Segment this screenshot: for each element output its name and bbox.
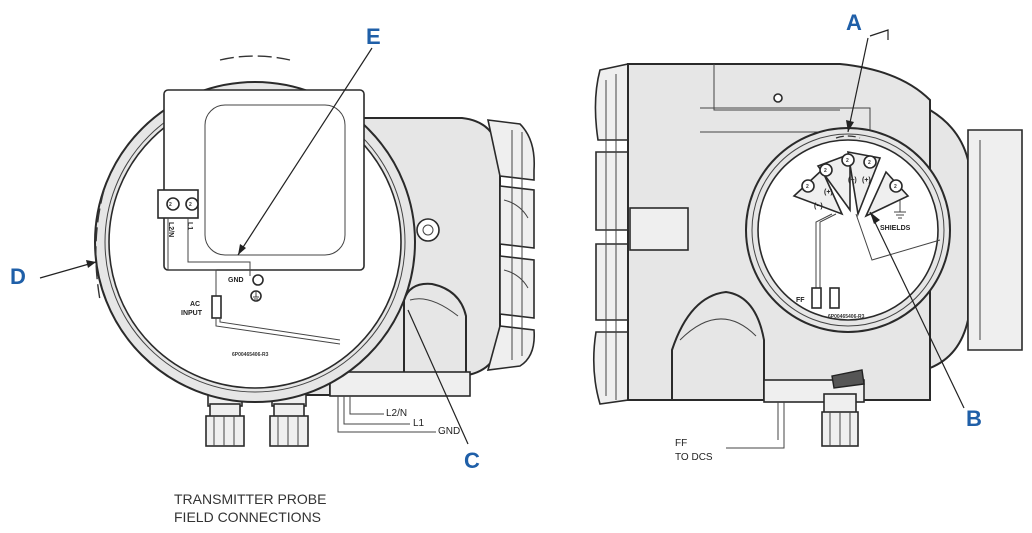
left-housing-fins	[486, 119, 536, 371]
left-base-plate	[329, 371, 471, 397]
ac-input-label-line1: AC	[190, 301, 200, 308]
svg-text:2: 2	[189, 202, 192, 208]
gnd-terminal-label: GND	[228, 277, 244, 284]
screw-terminal-icon	[166, 197, 180, 211]
polarity-minus-1: (−)	[814, 203, 823, 210]
wire-l1-label: L1	[413, 418, 425, 429]
svg-text:2: 2	[824, 168, 827, 174]
caption-line-2: FIELD CONNECTIONS	[174, 509, 321, 525]
ff-line-label: FF	[675, 438, 687, 449]
ff-terminal-label: FF	[796, 297, 805, 304]
wire-gnd-label: GND	[438, 426, 460, 437]
right-side-window	[629, 207, 689, 251]
shields-label: SHIELDS	[880, 225, 911, 232]
polarity-plus-1: (+)	[824, 189, 833, 196]
right-cable-gland	[821, 393, 859, 447]
callout-leaders	[39, 29, 965, 445]
callout-e: E	[366, 24, 381, 49]
polarity-plus-2: (+)	[862, 177, 871, 184]
left-display-window	[163, 89, 365, 271]
callout-a: A	[846, 10, 862, 35]
right-serial-number: 6P00465406-R3	[828, 314, 865, 320]
right-housing-fins	[592, 63, 629, 405]
left-serial-number: 6P00465406-R3	[232, 352, 269, 358]
polarity-minus-2: (−)	[848, 177, 857, 184]
svg-text:2: 2	[846, 158, 849, 164]
left-mounting-lug	[416, 218, 440, 242]
terminal-l1-label: L1	[186, 222, 193, 230]
svg-text:2: 2	[169, 202, 172, 208]
left-power-terminal-block: 2 2	[157, 189, 199, 219]
ac-input-label-line2: INPUT	[181, 310, 203, 317]
terminal-l2n-label: L2/N	[167, 222, 174, 237]
wire-l2n-label: L2/N	[386, 408, 407, 419]
callout-b: B	[966, 406, 982, 431]
right-transmitter: 2 2 2 2 2 (+) (−) (−) (+) SHIELDS FF 6P0…	[592, 63, 1023, 463]
svg-text:2: 2	[806, 184, 809, 190]
caption-line-1: TRANSMITTER PROBE	[174, 491, 326, 507]
callout-d: D	[10, 264, 26, 289]
svg-text:2: 2	[894, 184, 897, 190]
callout-c: C	[464, 448, 480, 473]
right-fieldbus-terminals: 2 2 2 2 2	[792, 151, 910, 218]
left-display-glass	[204, 104, 346, 256]
right-conduit-port	[671, 290, 765, 401]
to-dcs-label: TO DCS	[675, 452, 713, 463]
svg-text:2: 2	[868, 160, 871, 166]
left-transmitter: 2 2 L2/N L1 GND AC INPUT 6P00465406-R3 L…	[94, 55, 536, 447]
